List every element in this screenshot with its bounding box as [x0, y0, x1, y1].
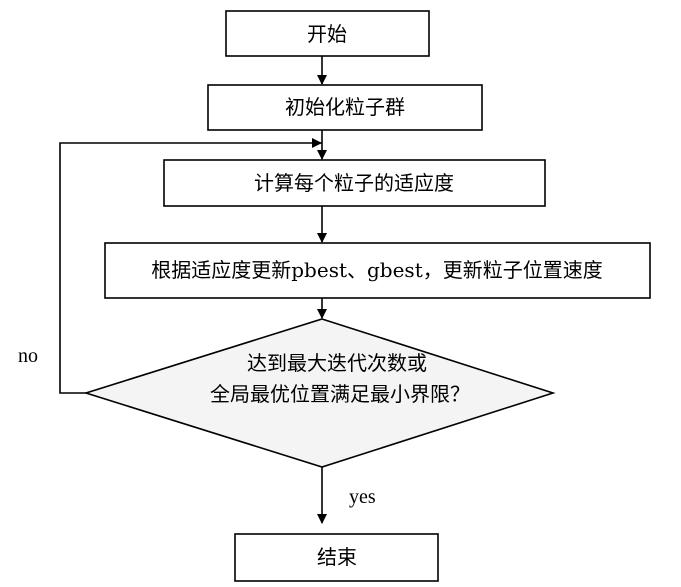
- fitness-label: 计算每个粒子的适应度: [254, 171, 454, 195]
- yes-label: yes: [349, 486, 376, 508]
- start-label: 开始: [307, 22, 347, 46]
- end-label: 结束: [317, 545, 357, 569]
- end-box: [234, 533, 439, 582]
- loop-no-connector: [59, 142, 322, 394]
- update-box: [104, 242, 651, 299]
- init-node: 初始化粒子群: [207, 84, 483, 131]
- no-label: no: [18, 345, 38, 367]
- start-box: [225, 10, 430, 57]
- init-label: 初始化粒子群: [285, 95, 405, 119]
- decision-node: 达到最大迭代次数或 全局最优位置满足最小界限？: [83, 318, 556, 468]
- decision-label-line2: 全局最优位置满足最小界限？: [210, 382, 470, 406]
- update-label: 根据适应度更新pbest、gbest，更新粒子位置速度: [151, 258, 602, 282]
- fitness-node: 计算每个粒子的适应度: [163, 159, 546, 207]
- end-node: 结束: [234, 533, 439, 582]
- decision-label-line1: 达到最大迭代次数或: [247, 351, 427, 375]
- update-node: 根据适应度更新pbest、gbest，更新粒子位置速度: [104, 242, 651, 299]
- loop-no-join-arrowhead: [312, 138, 322, 148]
- fitness-box: [163, 159, 546, 207]
- init-box: [207, 84, 483, 131]
- start-node: 开始: [225, 10, 430, 57]
